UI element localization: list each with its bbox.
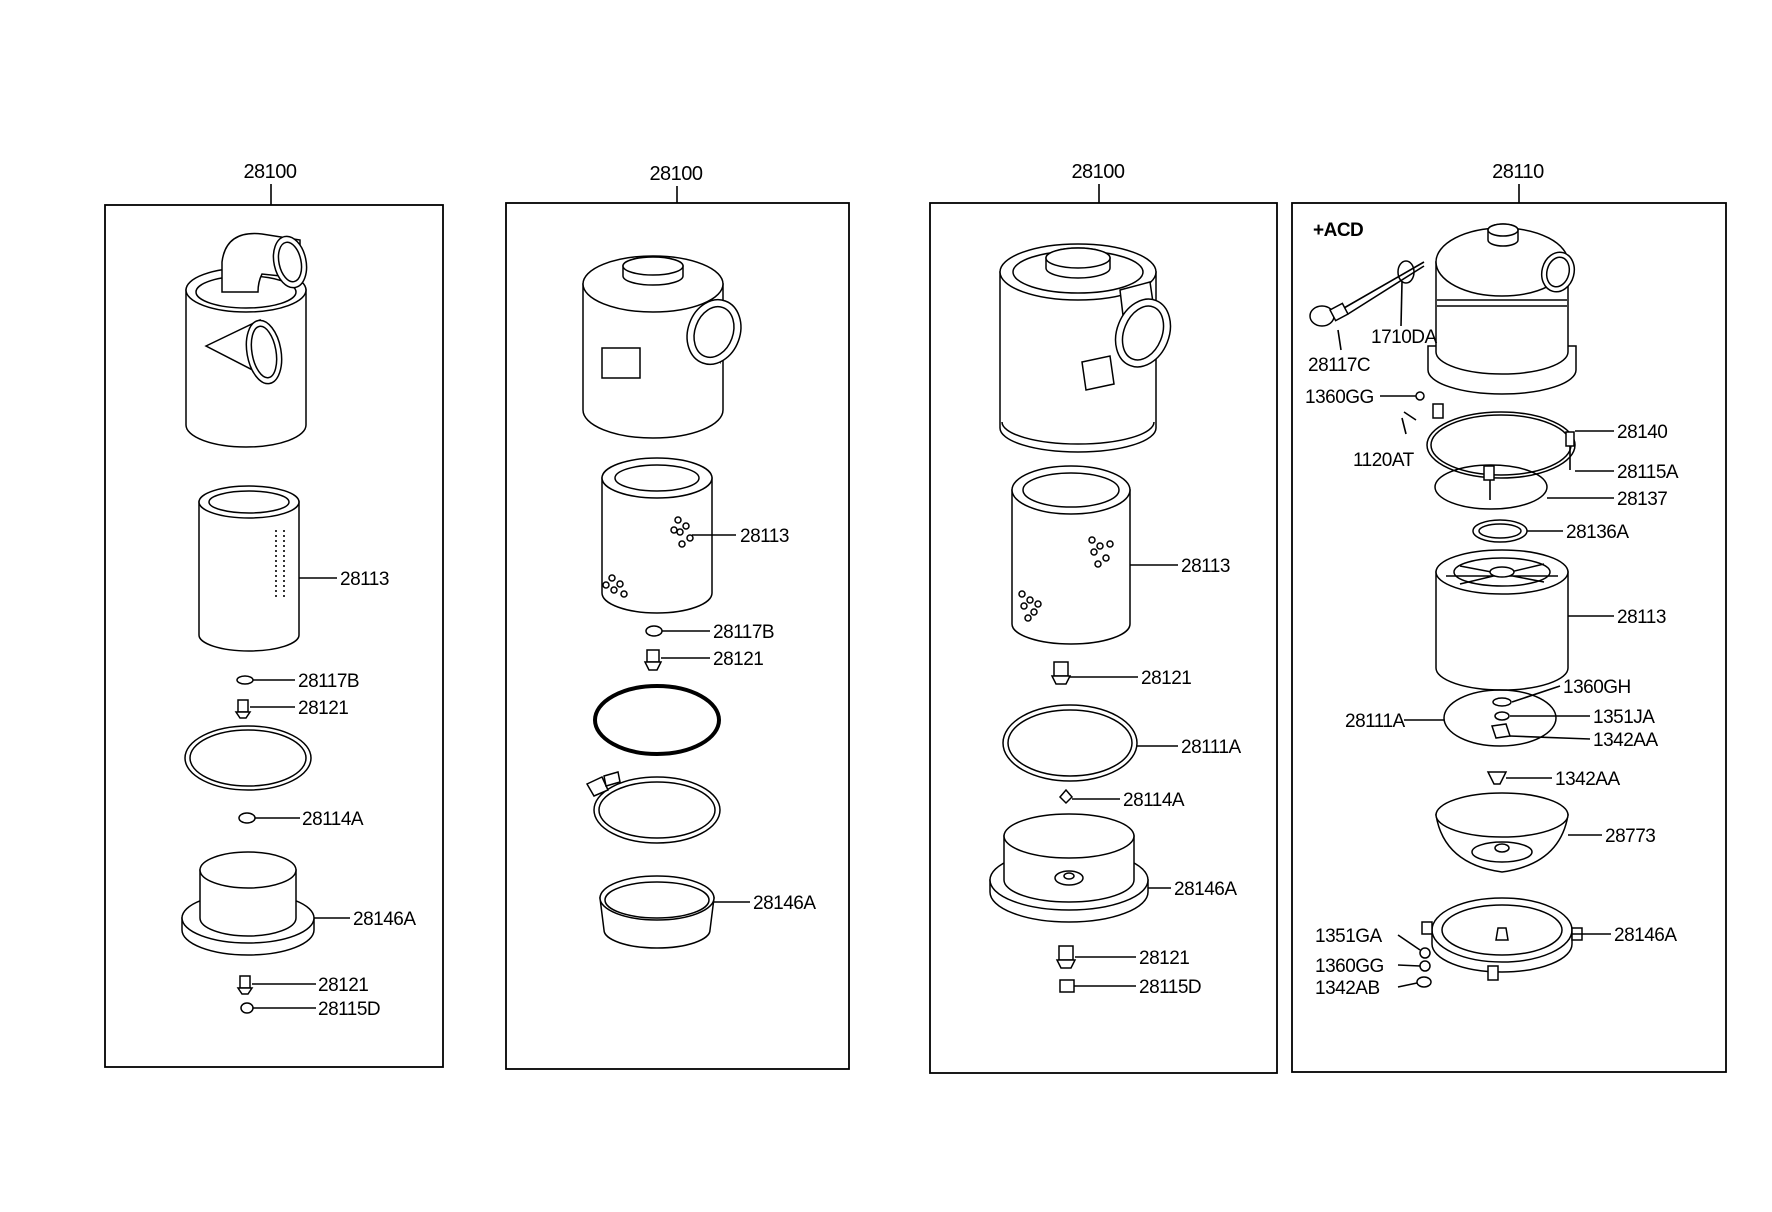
callout-1360gg-a: 1360GG [1305, 387, 1374, 408]
callout-28121-a: 28121 [1141, 668, 1191, 689]
panel-1: 28100 28113 28117B [104, 161, 444, 1068]
panel-2: 28100 28113 281 [505, 163, 850, 1070]
callout-28113: 28113 [340, 569, 389, 590]
callout-1342aa-a: 1342AA [1593, 730, 1658, 751]
seal-ring [1472, 519, 1528, 543]
callout-28146a: 28146A [1614, 925, 1677, 946]
air-cleaner-housing [582, 255, 742, 439]
gasket-ring [1002, 704, 1138, 782]
dust-cup [989, 813, 1149, 923]
o-ring [593, 684, 721, 756]
filter-element [198, 485, 300, 652]
clamp-band [585, 771, 721, 844]
dust-cup [181, 851, 315, 956]
callout-1120at: 1120AT [1353, 450, 1415, 471]
callout-28114a: 28114A [302, 809, 364, 830]
nut-part [238, 812, 256, 824]
wing-nut-part [1486, 771, 1508, 785]
callout-1342aa-b: 1342AA [1555, 769, 1620, 790]
callout-28117b: 28117B [713, 622, 774, 643]
filter-element [1435, 549, 1569, 691]
callout-28111a: 28111A [1345, 711, 1406, 732]
callout-1710da: 1710DA [1371, 327, 1437, 348]
panel-4-header: 28110 [1492, 161, 1544, 183]
callout-28111a: 28111A [1181, 737, 1242, 758]
callout-28146a: 28146A [353, 909, 416, 930]
inner-bowl [1435, 792, 1569, 873]
clamp-band [1401, 403, 1576, 500]
wing-nut-part-2 [1055, 945, 1077, 969]
callout-28115a: 28115A [1617, 462, 1679, 483]
callout-28146a: 28146A [1174, 879, 1237, 900]
indicator-part [1309, 261, 1425, 327]
callout-1351ja: 1351JA [1593, 707, 1655, 728]
callout-28117b: 28117B [298, 671, 359, 692]
callout-1360gg-b: 1360GG [1315, 956, 1384, 977]
callout-28146a: 28146A [753, 893, 816, 914]
wing-nut-part [234, 699, 252, 719]
panel-3: 28100 28113 [929, 161, 1278, 1074]
callout-28136a: 28136A [1566, 522, 1629, 543]
callout-28773: 28773 [1605, 826, 1655, 847]
panel-4-frame [1291, 202, 1727, 1073]
air-cleaner-housing [1427, 223, 1577, 395]
callout-28115d: 28115D [318, 999, 380, 1020]
callout-28113: 28113 [740, 526, 789, 547]
callout-28137: 28137 [1617, 489, 1667, 510]
callout-28114a: 28114A [1123, 790, 1185, 811]
valve-part [1059, 979, 1075, 993]
callout-28121-a: 28121 [298, 698, 348, 719]
gasket-ring [184, 725, 312, 791]
wing-nut-part [643, 649, 663, 671]
gasket-28137 [1434, 464, 1548, 510]
dust-cup [1421, 897, 1583, 981]
air-cleaner-housing [185, 232, 308, 448]
filter-element [601, 457, 713, 614]
callout-1342ab: 1342AB [1315, 978, 1380, 999]
cover-plate [1443, 689, 1557, 747]
callout-28140: 28140 [1617, 422, 1667, 443]
callout-28121-b: 28121 [318, 975, 368, 996]
callout-28113: 28113 [1617, 607, 1666, 628]
panel-3-frame [929, 202, 1278, 1074]
panel-4: 28110 +ACD 1710DA 28117C 1360GG [1291, 161, 1727, 1073]
callout-1351ga: 1351GA [1315, 926, 1383, 947]
dust-cup [599, 875, 715, 949]
seal-part [236, 675, 254, 685]
panel-3-header: 28100 [1071, 161, 1124, 183]
callout-28115d: 28115D [1139, 977, 1201, 998]
callout-28113: 28113 [1181, 556, 1230, 577]
pin-part [1058, 788, 1074, 805]
callout-28121: 28121 [713, 649, 763, 670]
air-cleaner-housing [999, 243, 1172, 453]
callout-28121-b: 28121 [1139, 948, 1189, 969]
seal-part [645, 625, 663, 637]
callout-1360gh: 1360GH [1563, 677, 1631, 698]
wing-nut-part-2 [236, 975, 254, 995]
panel-1-header: 28100 [243, 161, 296, 183]
wing-nut-part [1050, 661, 1072, 685]
option-note-acd: +ACD [1313, 220, 1363, 241]
panel-1-frame [104, 204, 444, 1068]
o-ring-small [1397, 260, 1415, 284]
washer-part [1419, 947, 1431, 959]
callout-28117c: 28117C [1308, 355, 1370, 376]
filter-element [1011, 465, 1131, 645]
panel-2-header: 28100 [649, 163, 702, 185]
valve-part [240, 1002, 254, 1014]
